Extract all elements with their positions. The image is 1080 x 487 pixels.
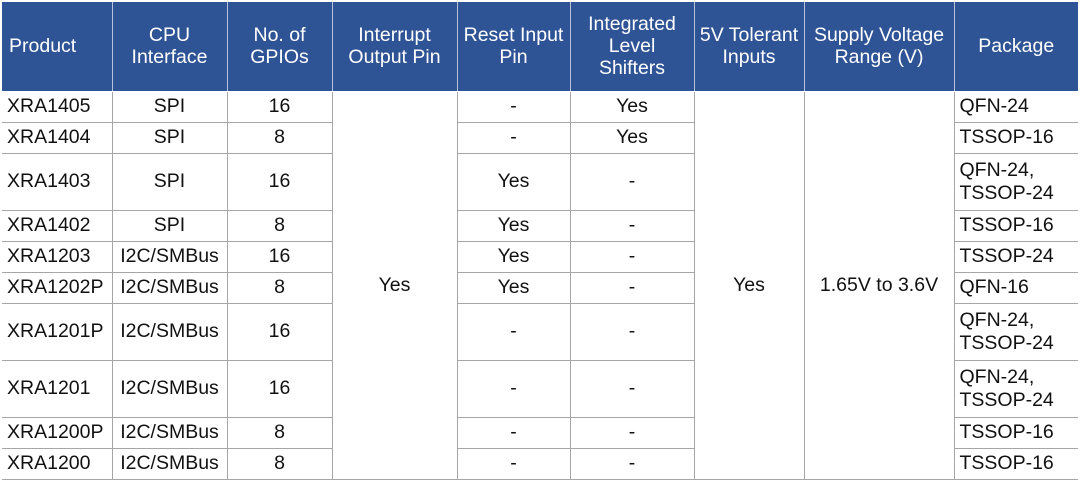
- column-header-num-gpios: No. of GPIOs: [227, 2, 333, 92]
- cell-cpu-interface: I2C/SMBus: [112, 272, 228, 304]
- cell-product: XRA1201P: [2, 303, 113, 361]
- cell-reset-input-pin: Yes: [457, 153, 571, 211]
- cell-package: QFN-24, TSSOP-24: [954, 360, 1078, 418]
- cell-integrated-level-shifters: -: [570, 153, 695, 211]
- cell-reset-input-pin: -: [457, 360, 571, 418]
- cell-product: XRA1203: [2, 241, 113, 273]
- cell-cpu-interface: I2C/SMBus: [112, 417, 228, 449]
- cell-reset-input-pin: -: [457, 91, 571, 123]
- cell-reset-input-pin: Yes: [457, 241, 571, 273]
- cell-integrated-level-shifters: -: [570, 448, 695, 480]
- cell-package: QFN-24, TSSOP-24: [954, 303, 1078, 361]
- cell-package: TSSOP-16: [954, 417, 1078, 449]
- cell-num-gpios: 16: [227, 303, 333, 361]
- cell-5v-tolerant-inputs: Yes: [694, 91, 805, 480]
- cell-cpu-interface: SPI: [112, 122, 228, 154]
- cell-supply-voltage-range: 1.65V to 3.6V: [804, 91, 955, 480]
- cell-num-gpios: 8: [227, 210, 333, 242]
- cell-package: QFN-24, TSSOP-24: [954, 153, 1078, 211]
- cell-integrated-level-shifters: Yes: [570, 122, 695, 154]
- cell-num-gpios: 8: [227, 417, 333, 449]
- cell-integrated-level-shifters: -: [570, 210, 695, 242]
- column-header-cpu-interface: CPU Interface: [112, 2, 228, 92]
- column-header-integrated-level-shifters: Integrated Level Shifters: [570, 2, 695, 92]
- comparison-table: Product CPU Interface No. of GPIOs Inter…: [2, 2, 1078, 480]
- column-header-reset-input-pin: Reset Input Pin: [457, 2, 571, 92]
- cell-cpu-interface: I2C/SMBus: [112, 360, 228, 418]
- cell-product: XRA1405: [2, 91, 113, 123]
- cell-cpu-interface: SPI: [112, 210, 228, 242]
- cell-num-gpios: 8: [227, 272, 333, 304]
- column-header-supply-voltage-range: Supply Voltage Range (V): [804, 2, 955, 92]
- cell-product: XRA1201: [2, 360, 113, 418]
- cell-num-gpios: 16: [227, 241, 333, 273]
- cell-product: XRA1402: [2, 210, 113, 242]
- cell-cpu-interface: SPI: [112, 153, 228, 211]
- cell-integrated-level-shifters: -: [570, 272, 695, 304]
- column-header-package: Package: [954, 2, 1078, 92]
- cell-num-gpios: 16: [227, 153, 333, 211]
- cell-reset-input-pin: Yes: [457, 272, 571, 304]
- cell-product: XRA1404: [2, 122, 113, 154]
- cell-package: QFN-16: [954, 272, 1078, 304]
- cell-integrated-level-shifters: -: [570, 241, 695, 273]
- cell-product: XRA1200: [2, 448, 113, 480]
- cell-product: XRA1202P: [2, 272, 113, 304]
- column-header-interrupt-output-pin: Interrupt Output Pin: [332, 2, 458, 92]
- header-row: Product CPU Interface No. of GPIOs Inter…: [2, 2, 1078, 92]
- cell-num-gpios: 8: [227, 122, 333, 154]
- cell-integrated-level-shifters: Yes: [570, 91, 695, 123]
- cell-interrupt-output-pin: Yes: [332, 91, 458, 480]
- cell-cpu-interface: I2C/SMBus: [112, 241, 228, 273]
- column-header-5v-tolerant-inputs: 5V Tolerant Inputs: [694, 2, 805, 92]
- column-header-product: Product: [2, 2, 113, 92]
- cell-num-gpios: 8: [227, 448, 333, 480]
- cell-product: XRA1403: [2, 153, 113, 211]
- cell-package: TSSOP-16: [954, 448, 1078, 480]
- cell-package: QFN-24: [954, 91, 1078, 123]
- cell-cpu-interface: I2C/SMBus: [112, 448, 228, 480]
- cell-reset-input-pin: -: [457, 417, 571, 449]
- cell-reset-input-pin: -: [457, 122, 571, 154]
- cell-integrated-level-shifters: -: [570, 417, 695, 449]
- cell-package: TSSOP-16: [954, 122, 1078, 154]
- cell-cpu-interface: SPI: [112, 91, 228, 123]
- cell-reset-input-pin: Yes: [457, 210, 571, 242]
- cell-num-gpios: 16: [227, 91, 333, 123]
- cell-num-gpios: 16: [227, 360, 333, 418]
- cell-integrated-level-shifters: -: [570, 360, 695, 418]
- cell-reset-input-pin: -: [457, 303, 571, 361]
- cell-reset-input-pin: -: [457, 448, 571, 480]
- cell-product: XRA1200P: [2, 417, 113, 449]
- cell-cpu-interface: I2C/SMBus: [112, 303, 228, 361]
- cell-package: TSSOP-16: [954, 210, 1078, 242]
- cell-package: TSSOP-24: [954, 241, 1078, 273]
- cell-integrated-level-shifters: -: [570, 303, 695, 361]
- table-header: Product CPU Interface No. of GPIOs Inter…: [2, 2, 1078, 92]
